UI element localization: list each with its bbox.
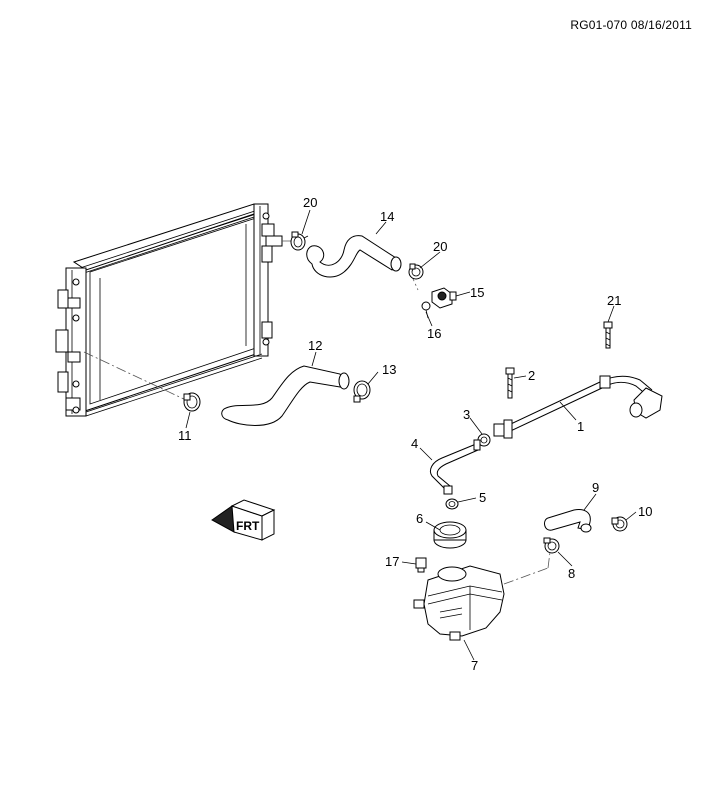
diagram-reference-code: RG01-070 08/16/2011 [570,18,692,32]
hose-clamp-10 [611,516,628,532]
callout-16: 16 [427,326,441,341]
callout-4: 4 [411,436,418,451]
hose-clamp-upper-right [408,263,424,280]
hose-clamp-8 [543,537,560,554]
hose-clamp-5 [445,498,459,510]
retaining-clip [415,557,427,573]
callout-17: 17 [385,554,399,569]
callout-12: 12 [308,338,322,353]
upper-radiator-hose [306,235,402,278]
radiator [55,203,283,417]
front-direction-indicator: FRT [211,499,276,541]
hose-clamp-13 [353,380,371,403]
coolant-reservoir [413,565,505,641]
callout-11: 11 [178,428,192,443]
callout-21: 21 [607,293,621,308]
bolt-2 [505,367,515,399]
callout-7: 7 [471,658,478,673]
callout-5: 5 [479,490,486,505]
callout-3: 3 [463,407,470,422]
front-indicator-label: FRT [236,519,260,533]
lower-radiator-hose [221,365,350,426]
callout-leader-lines [185,209,637,661]
callout-15: 15 [470,285,484,300]
hose-fitting [431,287,457,309]
callout-20-upper-left: 20 [303,195,317,210]
hose-clamp-lower [183,392,201,412]
callout-20-upper-right: 20 [433,239,447,254]
reservoir-cap [433,521,467,549]
callout-8: 8 [568,566,575,581]
coolant-pipe-assembly [493,375,663,439]
hose-clamp-upper-left [290,231,309,251]
callout-numbers: 20 14 20 15 16 12 13 11 21 2 1 3 4 5 6 1… [178,195,652,673]
callout-13: 13 [382,362,396,377]
callout-2: 2 [528,368,535,383]
callout-1: 1 [577,419,584,434]
callout-10: 10 [638,504,652,519]
callout-14: 14 [380,209,394,224]
reservoir-outlet-hose [544,509,592,533]
small-clip [421,301,431,319]
coolant-overflow-hose [429,439,481,495]
callout-9: 9 [592,480,599,495]
bolt-21 [603,321,613,349]
callout-6: 6 [416,511,423,526]
